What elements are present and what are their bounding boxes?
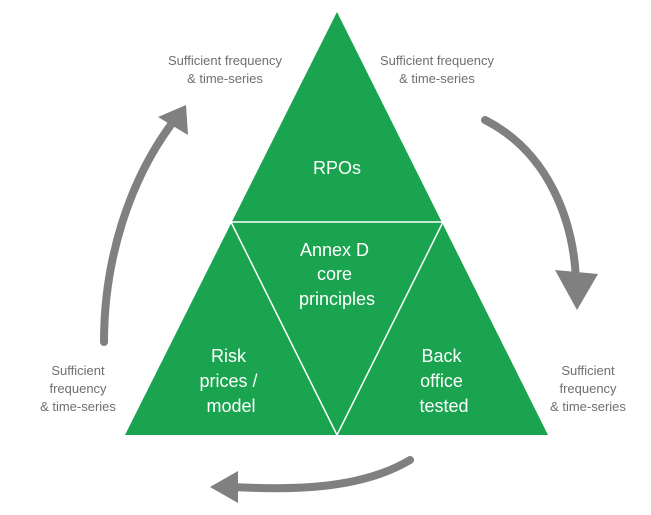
divider-left bbox=[230, 221, 338, 436]
right-arrow-down-icon bbox=[481, 116, 598, 310]
main-triangle bbox=[125, 12, 548, 435]
bottom-arrow-left-icon bbox=[210, 456, 414, 503]
segment-bottom-left-label: Risk prices / model bbox=[199, 346, 262, 416]
divider-right bbox=[336, 221, 444, 436]
label-top-right: Sufficient frequency & time-series bbox=[380, 53, 494, 86]
segment-bottom-right-label: Back office tested bbox=[419, 346, 468, 416]
label-top-left: Sufficient frequency & time-series bbox=[168, 53, 282, 86]
segment-center-label: Annex D core principles bbox=[299, 240, 375, 309]
left-arrow-up-icon bbox=[100, 105, 188, 346]
segment-top-label: RPOs bbox=[313, 158, 361, 178]
label-bottom-left: Sufficient frequency & time-series bbox=[40, 363, 116, 414]
triangle-dividers bbox=[230, 221, 444, 436]
label-bottom-right: Sufficient frequency & time-series bbox=[550, 363, 626, 414]
